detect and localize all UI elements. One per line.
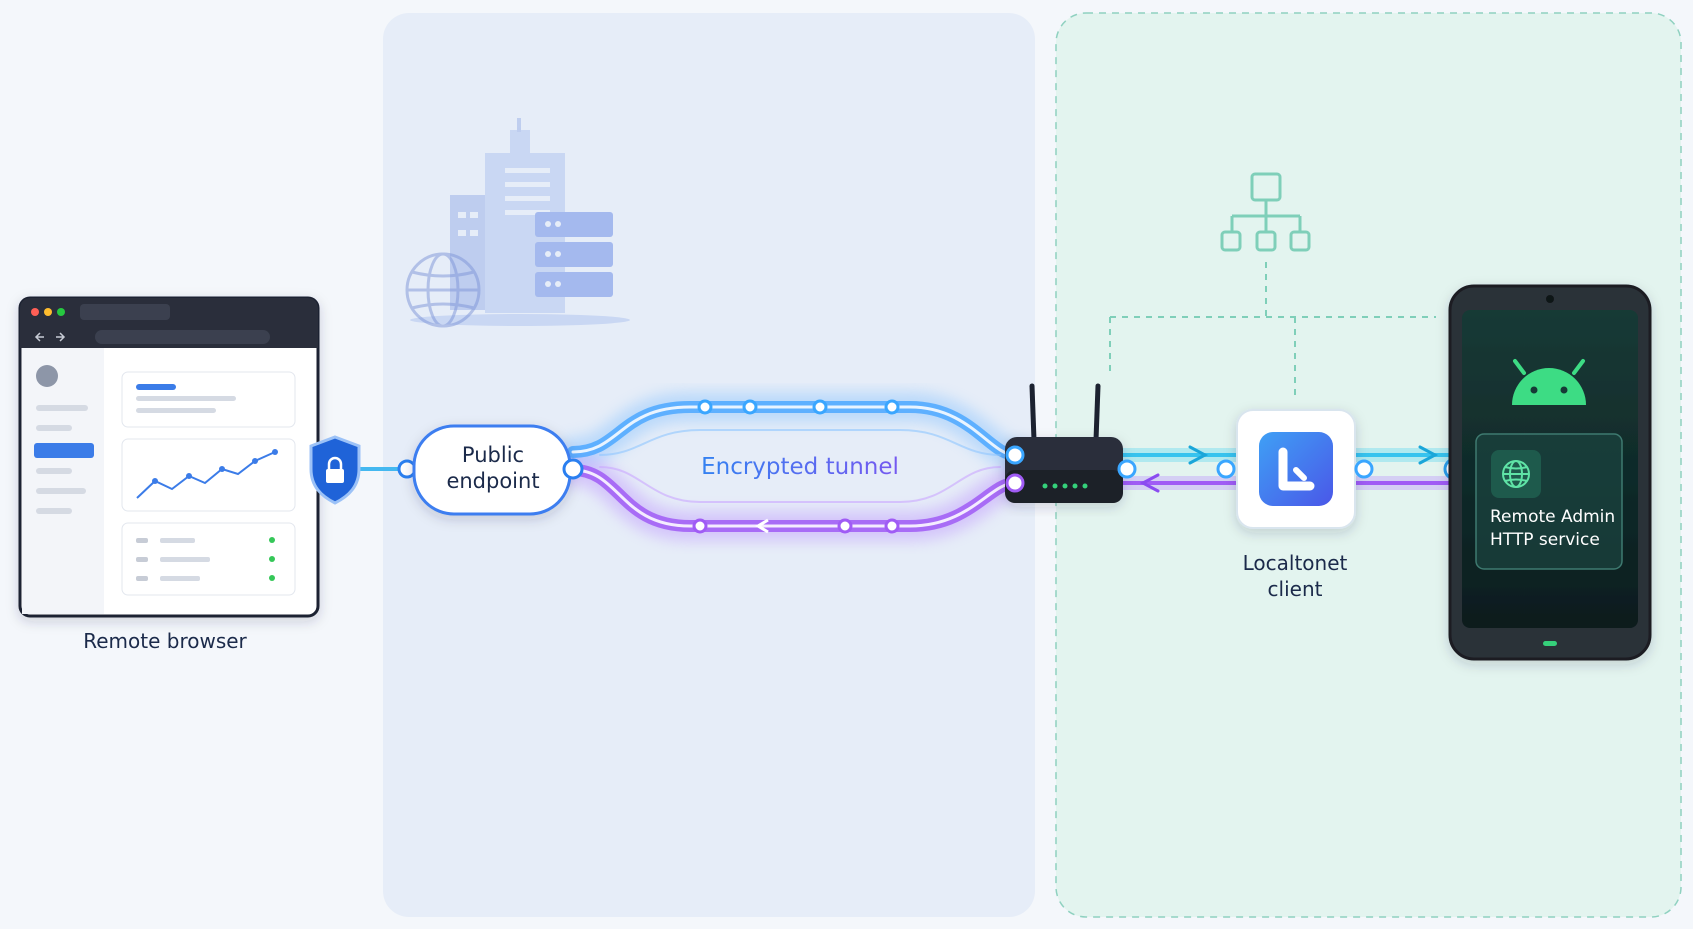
network-hierarchy-icon xyxy=(1220,172,1311,252)
network-branch-lines xyxy=(1109,262,1436,395)
connector-dot xyxy=(1005,445,1025,465)
connector-dot xyxy=(1354,459,1374,479)
connector-dot xyxy=(1117,459,1137,479)
remote-admin-service-label: Remote Admin HTTP service xyxy=(1490,507,1616,550)
encrypted-tunnel-label: Encrypted tunnel xyxy=(640,452,960,482)
android-logo-icon xyxy=(1512,359,1586,405)
connector-dot xyxy=(1216,459,1236,479)
encrypted-tunnel xyxy=(558,392,1030,541)
connector-dot xyxy=(1005,473,1025,493)
globe-icon xyxy=(405,252,481,328)
localtonet-client-label: Localtonet client xyxy=(1242,551,1348,601)
globe-web-icon xyxy=(1491,450,1541,498)
connector-dot xyxy=(562,458,584,480)
remote-browser-label: Remote browser xyxy=(83,629,247,653)
public-endpoint-label: Public endpoint xyxy=(446,443,540,493)
router-icon xyxy=(1005,383,1123,503)
shield-lock-icon xyxy=(309,435,361,505)
localtonet-app-icon xyxy=(1259,432,1333,506)
remote-browser-window xyxy=(18,296,320,618)
tunnel-packets xyxy=(692,399,900,534)
